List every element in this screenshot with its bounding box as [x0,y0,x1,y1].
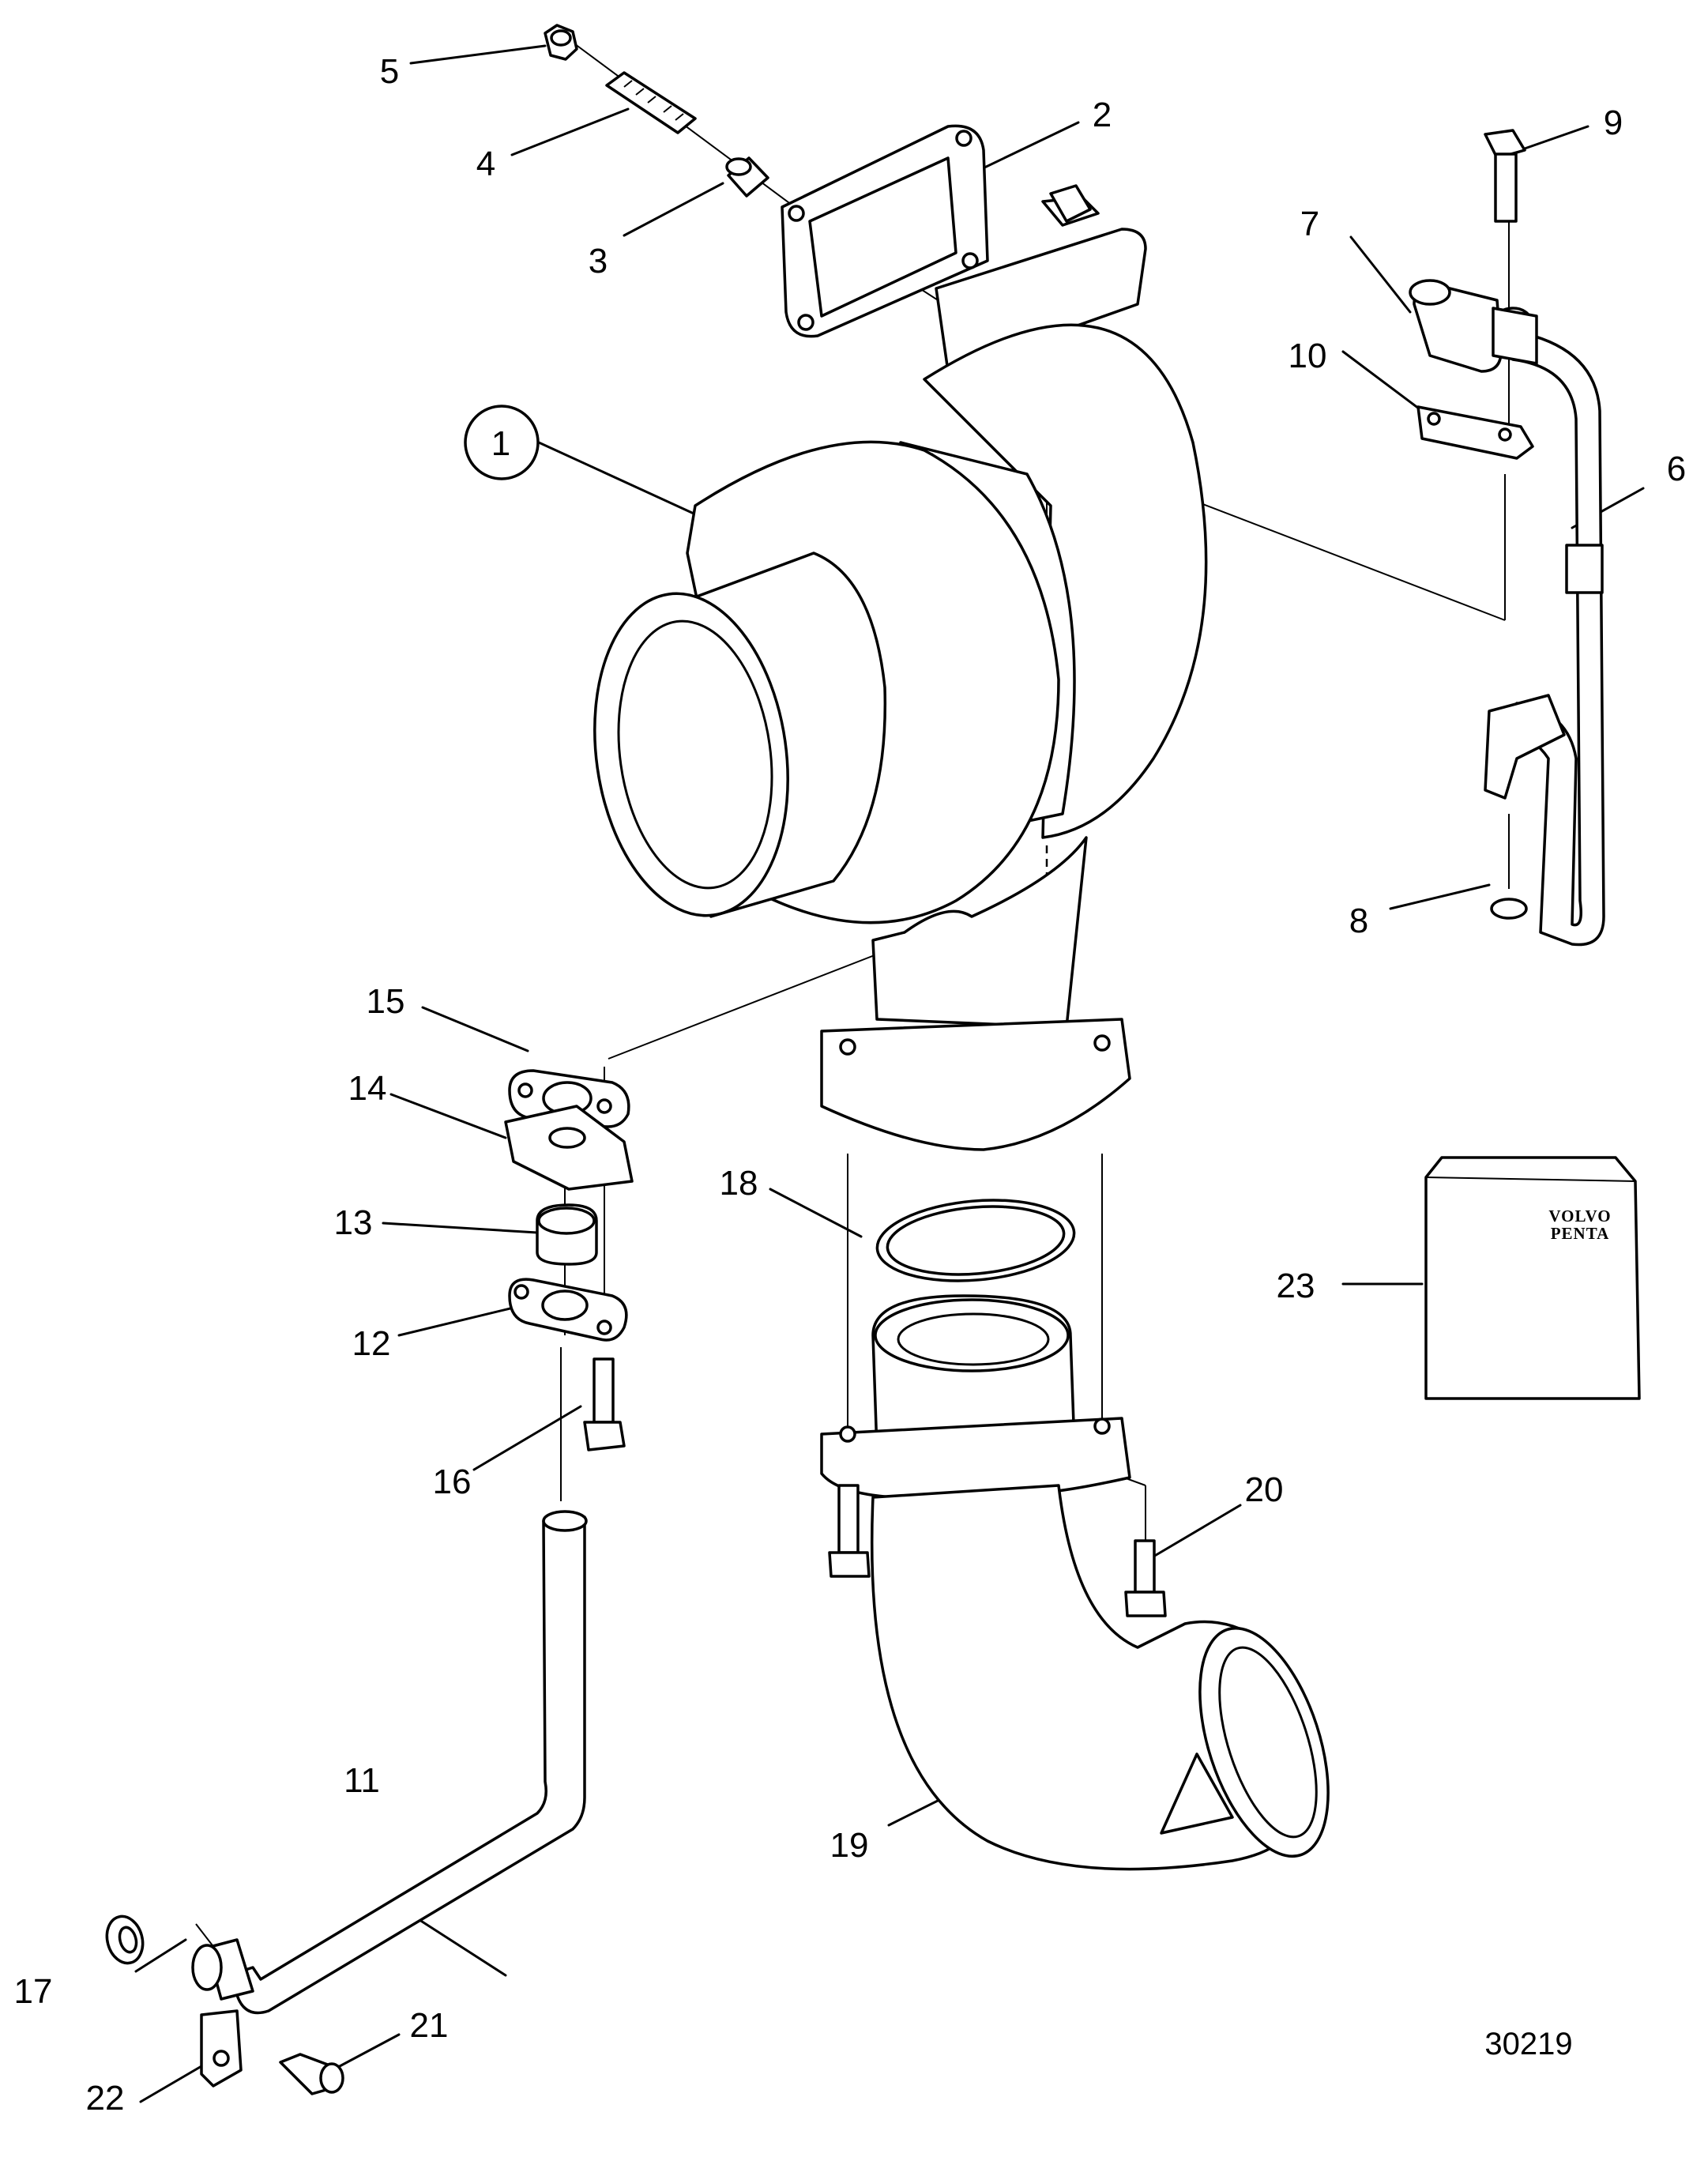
callout-numbers: 1 2 3 4 5 6 7 8 9 10 11 12 13 14 15 16 1… [14,52,1687,2118]
drain-pipe-11 [191,1510,588,2015]
spacer-3 [725,156,769,198]
callout-23: 23 [1277,1267,1315,1305]
washer-17 [105,1914,145,1965]
plate-14 [504,1105,634,1191]
gasket-2 [781,124,989,338]
clamp-22 [200,2009,243,2088]
callout-9: 9 [1604,104,1623,142]
bolt-16 [583,1357,626,1451]
callout-12: 12 [352,1324,391,1363]
callout-15: 15 [367,982,405,1021]
gasket-15 [508,1069,630,1128]
bolts-20 [828,1484,1167,1617]
spacer-13 [536,1203,598,1266]
drawing-number: 30219 [1484,2027,1572,2061]
callout-6: 6 [1667,450,1686,488]
seal-ring-18 [875,1199,1076,1282]
callout-18: 18 [720,1164,758,1203]
bolt-9 [1484,129,1526,223]
callout-22: 22 [86,2079,125,2118]
callout-7: 7 [1300,205,1319,243]
callout-21: 21 [410,2006,449,2045]
callout-16: 16 [433,1463,472,1501]
gasket-12 [508,1278,628,1342]
callout-3: 3 [589,242,608,280]
callout-2: 2 [1093,96,1112,134]
callout-1: 1 [491,424,510,463]
stud-4 [605,71,697,134]
callout-13: 13 [334,1203,373,1242]
callout-19: 19 [830,1826,869,1865]
callout-10: 10 [1289,337,1327,375]
callout-11: 11 [344,1761,380,1800]
fitting-8 [1484,694,1566,920]
callout-20: 20 [1245,1470,1284,1509]
callout-4: 4 [476,145,495,183]
turbocharger-1 [593,184,1208,1151]
callout-5: 5 [380,52,399,91]
leader-lines [134,44,1645,2103]
box-brand-line2: PENTA [1551,1224,1610,1243]
elbow-19 [820,1294,1330,1871]
bolt-21 [279,2053,344,2095]
callout-circle-1 [464,405,540,480]
box-brand-line1: VOLVO [1548,1207,1611,1225]
gasket-kit-box-23 [1424,1156,1641,1400]
callout-14: 14 [348,1069,387,1108]
nut-5 [544,24,578,61]
callout-8: 8 [1349,902,1368,940]
callout-17: 17 [14,1972,53,2011]
gasket-10 [1416,405,1534,460]
